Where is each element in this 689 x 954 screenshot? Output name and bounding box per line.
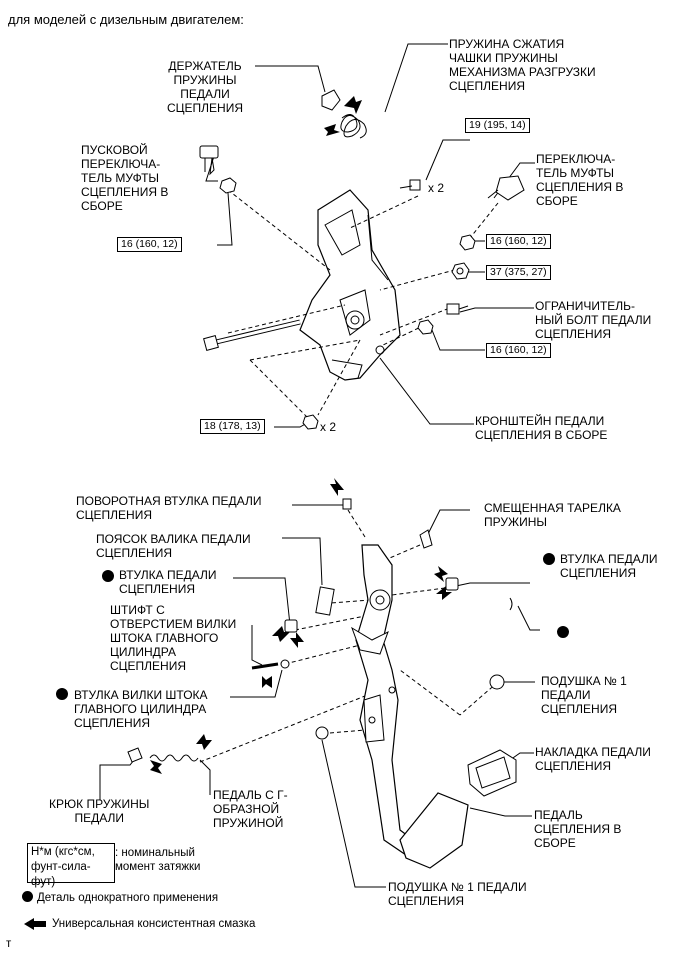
nonreusable-dot-icon: [22, 891, 33, 902]
torque-37: 37 (375, 27): [486, 265, 551, 280]
legend-torque-box: Н*м (кгс*см,фунт-сила-фут): [27, 843, 115, 888]
torque-18: 18 (178, 13): [200, 419, 265, 434]
label-stopper-bolt: ОГРАНИЧИТЕЛЬ-НЫЙ БОЛТ ПЕДАЛИ СЦЕПЛЕНИЯ: [535, 299, 652, 341]
grease-arrow-1: [344, 96, 362, 114]
torque-16-stopper: 16 (160, 12): [486, 343, 551, 358]
legend-grease-arrow: [24, 918, 46, 930]
multiplier-nut: x 2: [320, 420, 337, 434]
page-heading: для моделей с дизельным двигателем:: [8, 12, 244, 27]
torque-16-left: 16 (160, 12): [117, 237, 182, 252]
legend-grease: Универсальная консистентная смазка: [52, 918, 256, 930]
label-turnover-spring: ПЕДАЛЬ С Г-ОБРАЗНОЙ ПРУЖИНОЙ: [213, 788, 288, 830]
grease-arrow-2: [324, 124, 340, 136]
legend-nonreusable: Деталь однократного применения: [22, 891, 218, 905]
multiplier-bolt: x 2: [428, 181, 445, 195]
torque-19: 19 (195, 14): [465, 118, 530, 133]
footer-mark: т: [6, 938, 12, 950]
torque-16-switch: 16 (160, 12): [486, 234, 551, 249]
